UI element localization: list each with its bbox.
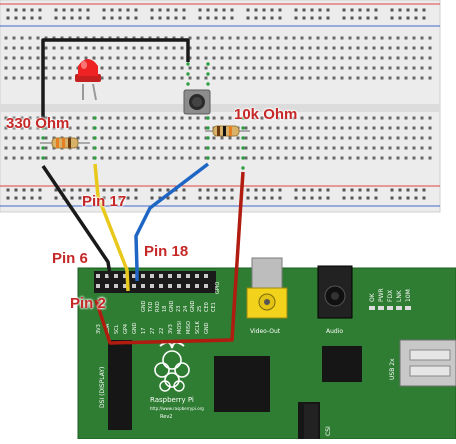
svg-text:17: 17 [141, 328, 147, 334]
svg-text:24: 24 [183, 306, 189, 312]
lan-chip [322, 346, 362, 382]
svg-text:PWR: PWR [378, 288, 385, 302]
svg-text:25: 25 [197, 306, 203, 312]
svg-text:GND: GND [141, 300, 147, 312]
svg-text:3V3: 3V3 [96, 324, 102, 334]
svg-text:SCLK: SCLK [195, 321, 201, 334]
svg-text:GND: GND [169, 300, 175, 312]
soc-chip [214, 356, 270, 412]
resistor-10k-ohm [205, 125, 250, 137]
usb-connector [399, 339, 456, 387]
brand-text: Raspberry Pi [150, 396, 194, 404]
svg-text:27: 27 [150, 328, 156, 334]
svg-text:22: 22 [159, 328, 165, 334]
gpio-label: GPIO [215, 282, 221, 294]
blue-wire-pin18 [134, 162, 210, 281]
svg-text:23: 23 [176, 306, 182, 312]
audio-jack [317, 265, 353, 319]
usb-label: USB 2x [389, 358, 396, 380]
svg-text:10M: 10M [405, 289, 412, 302]
video-out-label: Video-Out [250, 328, 281, 335]
resistor-330-ohm [40, 137, 90, 149]
svg-text:TXD: TXD [148, 302, 154, 313]
svg-text:GND: GND [204, 322, 210, 334]
svg-text:CE0: CE0 [204, 302, 210, 312]
svg-text:FDX: FDX [387, 290, 394, 302]
audio-label: Audio [326, 328, 343, 335]
svg-text:LNK: LNK [396, 289, 403, 302]
breadboard-holes [4, 8, 432, 200]
dsi-label: DSI (DISPLAY) [99, 367, 106, 408]
svg-text:3V3: 3V3 [168, 324, 174, 334]
url-text: http://www.raspberrypi.org [150, 406, 204, 411]
label-pin-18: Pin 18 [144, 243, 189, 260]
svg-text:SCL: SCL [114, 324, 120, 334]
breadboard-center-channel [0, 104, 440, 112]
svg-text:SDA: SDA [105, 323, 111, 334]
svg-text:18: 18 [162, 306, 168, 312]
label-10k-ohm: 10k Ohm [234, 106, 298, 123]
csi-label: CSI [325, 426, 332, 436]
dsi-connector [108, 340, 132, 430]
svg-text:GND: GND [132, 322, 138, 334]
red-wire-pin2 [94, 171, 245, 345]
svg-text:OK: OK [369, 292, 376, 302]
svg-text:RXD: RXD [155, 301, 161, 312]
csi-connector [304, 404, 318, 439]
red-led [75, 59, 101, 101]
rev-text: Rev2 [160, 414, 172, 420]
black-wire-pin6 [41, 165, 113, 282]
svg-text:MISO: MISO [186, 321, 192, 334]
video-out-connector [246, 257, 288, 319]
push-button [183, 89, 211, 115]
black-wire-top [41, 38, 190, 118]
label-pin-2: Pin 2 [70, 295, 106, 312]
svg-text:CE1: CE1 [211, 302, 217, 312]
yellow-wire-pin17 [93, 163, 130, 292]
svg-text:GP4: GP4 [123, 324, 129, 334]
svg-text:MOSI: MOSI [177, 321, 183, 334]
label-pin-6: Pin 6 [52, 250, 88, 267]
label-pin-17: Pin 17 [82, 193, 127, 210]
label-330-ohm: 330 Ohm [6, 115, 70, 132]
svg-text:GND: GND [190, 300, 196, 312]
